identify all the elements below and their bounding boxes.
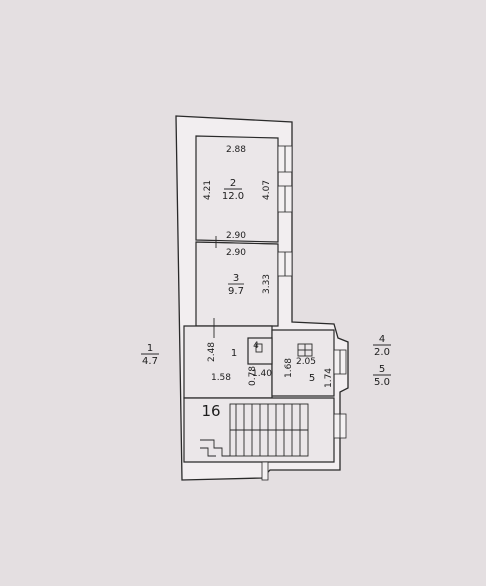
partition-2-3 <box>195 236 279 248</box>
dim-1-68: 1.68 <box>284 358 294 378</box>
room-5-area: 5.0 <box>374 377 390 388</box>
stairwell <box>200 403 309 457</box>
dim-2-88: 2.88 <box>226 145 246 155</box>
dim-4-07: 4.07 <box>262 180 272 200</box>
room-5-inner-number: 5 <box>309 373 315 384</box>
room-1-inner-number: 1 <box>231 348 237 359</box>
dim-1-40: 1.40 <box>252 369 272 379</box>
room-2-label: 2 12.0 <box>222 178 244 202</box>
dim-1-74: 1.74 <box>324 368 334 388</box>
room-3-label: 3 9.7 <box>228 273 244 297</box>
room-1-label: 1 4.7 <box>141 343 159 367</box>
dim-0-78: 0.78 <box>248 366 258 386</box>
windows <box>261 145 347 481</box>
plan-number: 16 <box>201 402 220 420</box>
room-2-number: 2 <box>230 178 236 189</box>
room-1-area: 4.7 <box>142 356 158 367</box>
room-4-label: 4 2.0 <box>373 334 391 358</box>
dim-2-90-bottom: 2.90 <box>226 248 246 258</box>
room-4-inner-number: 4 <box>253 341 259 351</box>
dim-4-21: 4.21 <box>203 180 213 200</box>
room-1-number: 1 <box>147 343 153 354</box>
outer-walls <box>175 115 349 481</box>
room-4-number: 4 <box>379 334 385 345</box>
dim-3-33: 3.33 <box>262 274 272 294</box>
dim-2-48: 2.48 <box>207 342 217 362</box>
room-5-number: 5 <box>379 364 385 375</box>
room-3-number: 3 <box>233 273 239 284</box>
room-2-area: 12.0 <box>222 191 244 202</box>
bathroom-block <box>213 318 313 365</box>
room-4-area: 2.0 <box>374 347 390 358</box>
room-5-label: 5 5.0 <box>373 364 391 388</box>
dim-2-90-top: 2.90 <box>226 231 246 241</box>
dim-2-05: 2.05 <box>296 357 316 367</box>
room-3-area: 9.7 <box>228 286 244 297</box>
dim-1-58: 1.58 <box>211 373 231 383</box>
dimension-labels: 2.88 4.21 4.07 2.90 2.90 3.33 2.48 1.58 … <box>203 145 334 388</box>
